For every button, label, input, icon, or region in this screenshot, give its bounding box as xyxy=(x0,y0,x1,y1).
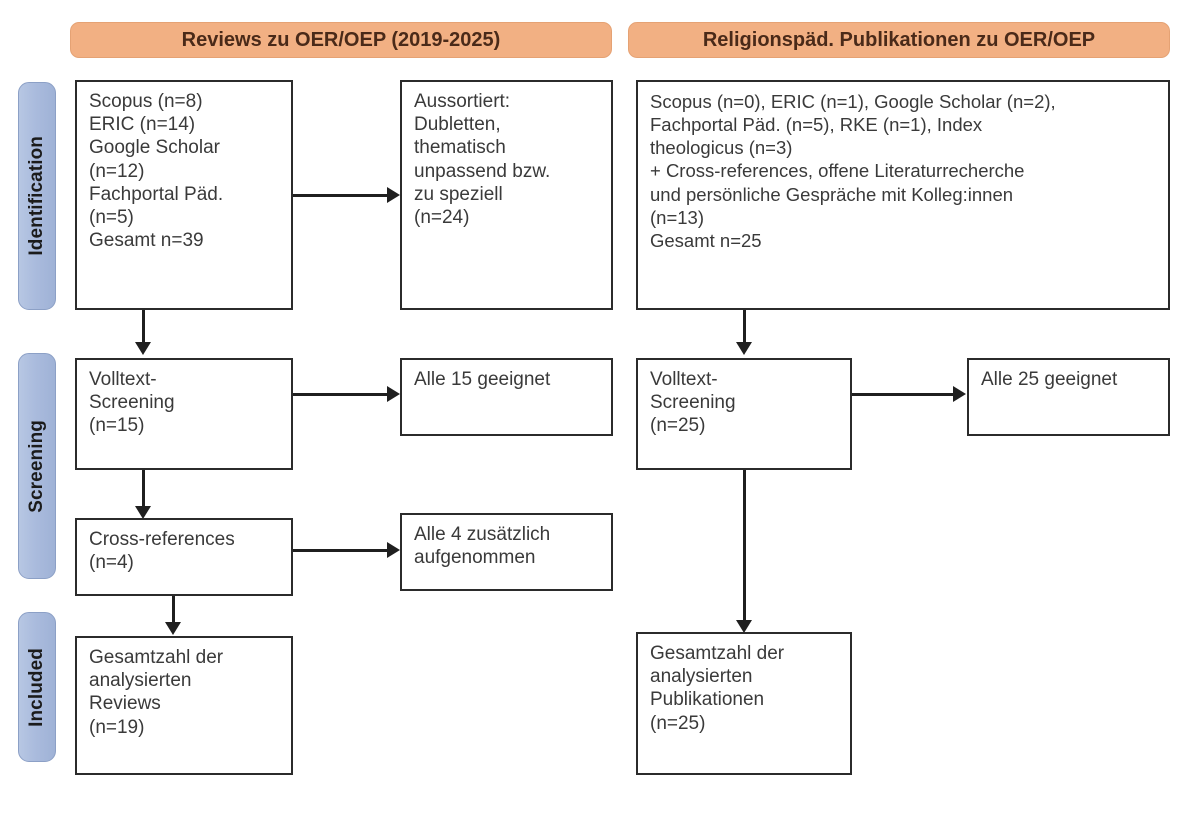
stage-label-screening-text: Screening xyxy=(26,419,47,513)
stage-label-included-text: Included xyxy=(26,647,47,727)
arrow-right-screening-to-result xyxy=(953,386,966,402)
stage-label-screening: Screening xyxy=(18,353,56,579)
box-left-identification-sources: Scopus (n=8) ERIC (n=14) Google Scholar … xyxy=(75,80,293,310)
box-left-excluded: Aussortiert: Dubletten, thematisch unpas… xyxy=(400,80,613,310)
arrow-left-screening-to-result xyxy=(387,386,400,402)
arrow-right-screening-to-included xyxy=(736,620,752,633)
connector-left-identification-to-excluded xyxy=(293,194,389,197)
stage-label-included: Included xyxy=(18,612,56,762)
box-right-included-total: Gesamtzahl der analysierten Publikatione… xyxy=(636,632,852,775)
connector-left-screening-to-result xyxy=(293,393,389,396)
connector-left-crossrefs-to-included xyxy=(172,596,175,624)
arrow-left-crossrefs-to-result xyxy=(387,542,400,558)
connector-left-screening-to-crossrefs xyxy=(142,470,145,509)
column-header-reviews: Reviews zu OER/OEP (2019-2025) xyxy=(70,22,612,58)
box-right-identification-sources: Scopus (n=0), ERIC (n=1), Google Scholar… xyxy=(636,80,1170,310)
box-left-cross-references-result: Alle 4 zusätzlich aufgenommen xyxy=(400,513,613,591)
arrow-left-identification-to-excluded xyxy=(387,187,400,203)
connector-left-identification-to-screening xyxy=(142,310,145,343)
connector-right-screening-to-included xyxy=(743,470,746,622)
box-left-cross-references: Cross-references (n=4) xyxy=(75,518,293,596)
connector-right-screening-to-result xyxy=(852,393,955,396)
column-header-publications: Religionspäd. Publikationen zu OER/OEP xyxy=(628,22,1170,58)
arrow-left-crossrefs-to-included xyxy=(165,622,181,635)
stage-label-identification: Identification xyxy=(18,82,56,310)
stage-label-identification-text: Identification xyxy=(26,136,47,256)
box-right-fulltext-result: Alle 25 geeignet xyxy=(967,358,1170,436)
connector-left-crossrefs-to-result xyxy=(293,549,389,552)
box-left-fulltext-screening: Volltext- Screening (n=15) xyxy=(75,358,293,470)
box-right-fulltext-screening: Volltext- Screening (n=25) xyxy=(636,358,852,470)
arrow-left-identification-to-screening xyxy=(135,342,151,355)
arrow-left-screening-to-crossrefs xyxy=(135,506,151,519)
box-left-included-total: Gesamtzahl der analysierten Reviews (n=1… xyxy=(75,636,293,775)
connector-right-identification-to-screening xyxy=(743,310,746,343)
box-left-fulltext-result: Alle 15 geeignet xyxy=(400,358,613,436)
arrow-right-identification-to-screening xyxy=(736,342,752,355)
